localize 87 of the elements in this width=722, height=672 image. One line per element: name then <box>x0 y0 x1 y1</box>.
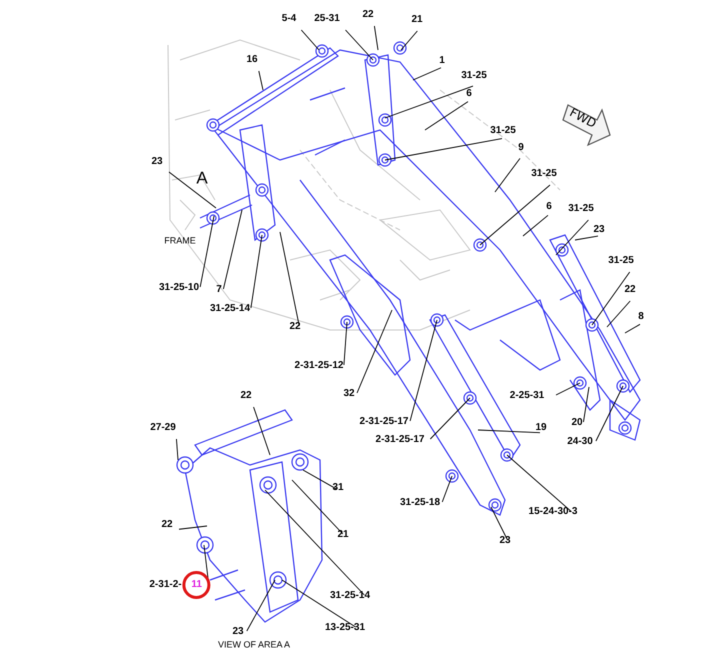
leader-line <box>480 184 550 246</box>
leader-line <box>384 138 502 160</box>
leader-line <box>374 26 378 50</box>
callout-number: 32 <box>343 389 355 399</box>
callout-number: 23 <box>232 627 244 637</box>
callout-number: 22 <box>161 520 173 530</box>
callout-number: 16 <box>246 55 258 65</box>
view-marker: A <box>196 170 208 186</box>
leader-line <box>246 580 276 632</box>
callout-number: 19 <box>535 423 547 433</box>
leader-line <box>168 172 216 208</box>
callout-number: 22 <box>362 10 374 20</box>
callout-number: 5-4 <box>282 14 296 24</box>
callout-number: 23 <box>151 157 163 167</box>
leader-line <box>624 324 640 334</box>
leader-line <box>264 490 365 596</box>
leader-line <box>592 272 630 326</box>
callout-number: 31-25 <box>461 71 487 81</box>
callout-number: 2-31-2- <box>149 580 182 590</box>
leader-line <box>356 310 392 394</box>
leader-line <box>606 300 631 328</box>
leader-line <box>400 30 418 50</box>
leader-line <box>282 580 356 628</box>
callout-number: 7 <box>216 285 222 295</box>
callout-number: 20 <box>571 418 583 428</box>
callout-number: 31-25-14 <box>330 591 370 601</box>
callout-number: 23 <box>499 536 511 546</box>
callout-number: 31-25-10 <box>158 283 200 293</box>
leader-line <box>478 430 540 434</box>
leader-line <box>556 220 589 256</box>
callout-number: 31 <box>332 483 344 493</box>
leader-line <box>300 30 320 50</box>
callout-number: 23 <box>593 225 605 235</box>
leader-line <box>556 382 580 396</box>
callout-number: 6 <box>466 89 472 99</box>
leader-line <box>574 236 598 240</box>
leader-line <box>250 234 262 308</box>
callout-number: 31-25-14 <box>210 304 250 314</box>
direction-label: FWD <box>568 106 598 130</box>
leader-line <box>292 480 344 534</box>
callout-number: 22 <box>624 285 636 295</box>
view-caption: VIEW OF AREA A <box>218 640 290 650</box>
callout-number: 25-31 <box>314 14 340 24</box>
leader-line <box>343 322 348 366</box>
leader-line <box>178 526 208 530</box>
leader-line <box>258 70 264 90</box>
callout-number: 22 <box>240 391 252 401</box>
leader-line <box>490 506 508 540</box>
leader-line <box>424 101 468 130</box>
callout-number: 6 <box>546 202 552 212</box>
callout-number: 27-29 <box>150 423 176 433</box>
callout-number: 9 <box>518 143 524 153</box>
leader-line <box>176 438 178 460</box>
leader-line <box>506 454 572 512</box>
callout-number: 8 <box>638 312 644 322</box>
callout-number: 31-25-18 <box>400 498 440 508</box>
area-label: FRAME <box>164 236 196 246</box>
callout-number: 24-30 <box>567 437 593 447</box>
callout-number: 13-25-31 <box>324 623 366 633</box>
leader-line <box>253 406 270 456</box>
leader-line <box>412 67 442 80</box>
leader-line <box>430 398 470 440</box>
callout-number: 2-31-25-12 <box>294 361 344 371</box>
leader-line <box>494 158 520 192</box>
leader-line <box>200 216 214 288</box>
leader-line <box>345 30 374 60</box>
leader-line <box>384 86 474 118</box>
leader-line <box>596 386 624 442</box>
callout-number: 2-31-25-17 <box>360 417 408 427</box>
callout-number: 21 <box>411 15 423 25</box>
leader-line <box>583 386 590 422</box>
callout-number: 31-25 <box>490 126 516 136</box>
highlighted-callout-number: 11 <box>182 571 211 599</box>
callout-number: 2-25-31 <box>510 391 544 401</box>
callout-number: 15-24-30-3 <box>528 507 578 517</box>
callout-number: 2-31-25-17 <box>376 435 424 445</box>
callout-number: 31-25 <box>568 204 594 214</box>
leader-line <box>442 476 452 502</box>
callout-number: 21 <box>337 530 349 540</box>
callout-number: 1 <box>439 56 445 66</box>
leader-line <box>410 320 438 422</box>
callout-number: 31-25 <box>531 169 557 179</box>
callout-number: 31-25 <box>608 256 634 266</box>
callout-number: 22 <box>289 322 301 332</box>
leader-line <box>222 210 242 290</box>
leader-line <box>302 470 338 490</box>
leader-line <box>522 214 548 236</box>
